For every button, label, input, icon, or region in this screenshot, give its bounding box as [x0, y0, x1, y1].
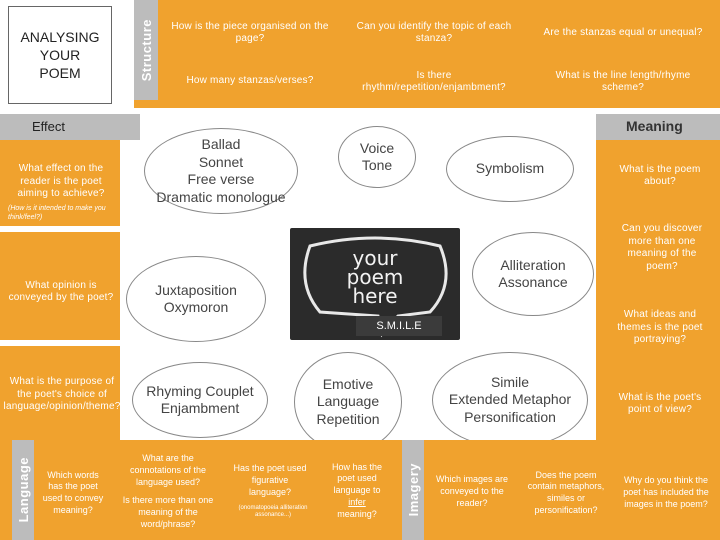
bubble-forms-l2: Sonnet [198, 153, 244, 170]
smile-badge: S.M.I.L.E [356, 316, 442, 336]
q-opinion: What opinion is conveyed by the poet? [8, 279, 114, 304]
bubble-forms-l4: Dramatic monologue [156, 188, 286, 205]
q-why: Why do you think the poet has included t… [623, 475, 709, 509]
q-figurative: Has the poet used figurative language? [233, 463, 307, 497]
bubble-alliteration-l2: Assonance [498, 274, 568, 290]
q-repetition: Is there more than one meaning of the wo… [122, 495, 214, 529]
bubble-simile-l3: Personification [464, 408, 556, 425]
title-line-1: ANALYSING [20, 28, 100, 45]
bubble-voice: Voice Tone [338, 126, 416, 188]
imagery-label-bar: Imagery [402, 440, 424, 540]
bubble-voice-l1: Voice [359, 139, 395, 156]
bubble-rhyming-l2: Enjambment [160, 400, 240, 416]
bubble-emotive-l2: Language [316, 393, 380, 410]
q-organised: How is the piece organised on the page? [171, 20, 329, 45]
q-infer-pre: How has the poet used language to [331, 461, 383, 496]
q-purpose: What is the purpose of the poet's choice… [3, 376, 121, 413]
bubble-alliteration: Alliteration Assonance [472, 232, 594, 316]
q-effect-note: (How is it intended to make you think/fe… [8, 205, 106, 222]
title-box: ANALYSING YOUR POEM [8, 6, 112, 104]
bubble-simile-l1: Simile [490, 373, 530, 390]
q-topic: Can you identify the topic of each stanz… [356, 20, 512, 45]
effect-divider-2 [0, 340, 120, 346]
q-about: What is the poem about? [619, 163, 701, 188]
bubble-emotive-l3: Repetition [316, 410, 380, 427]
bubble-alliteration-l1: Alliteration [500, 256, 566, 273]
q-images: Which images are conveyed to the reader? [435, 474, 509, 508]
bubble-voice-l2: Tone [361, 157, 393, 173]
bubble-forms: Ballad Sonnet Free verse Dramatic monolo… [144, 128, 298, 214]
q-stanzas: How many stanzas/verses? [186, 74, 314, 86]
structure-label: Structure [138, 18, 154, 82]
title-line-3: POEM [39, 65, 81, 82]
language-label: Language [15, 457, 31, 523]
q-metaphors: Does the poem contain metaphors, similes… [527, 469, 605, 515]
q-view: What is the poet's point of view? [618, 391, 702, 416]
q-words: Which words has the poet used to convey … [42, 469, 104, 515]
bubble-rhyming-l1: Rhyming Couplet [146, 382, 254, 399]
q-equal: Are the stanzas equal or unequal? [543, 26, 703, 38]
meaning-column [596, 140, 720, 440]
q-figurative-note: (onomatopoeia alliteration assonance...) [238, 504, 308, 518]
bubble-forms-l1: Ballad [201, 136, 241, 152]
structure-panel [134, 0, 720, 108]
imagery-panel [400, 440, 720, 540]
chalk-bubble-icon [303, 236, 448, 338]
bubble-juxtaposition-l2: Oxymoron [163, 299, 229, 315]
bubble-juxtaposition-l1: Juxtaposition [155, 281, 237, 298]
structure-label-bar: Structure [134, 0, 158, 100]
chalk-text-2: poem [346, 264, 404, 289]
imagery-label: Imagery [405, 463, 421, 517]
effect-header-bar [0, 114, 140, 140]
chalk-text-1: your [352, 245, 398, 270]
meaning-heading: Meaning [626, 118, 683, 134]
q-effect: What effect on the reader is the poet ai… [17, 163, 105, 200]
q-connotations: What are the connotations of the languag… [129, 453, 207, 487]
smile-text: S.M.I.L.E [376, 320, 422, 332]
bubble-symbolism: Symbolism [446, 136, 574, 202]
bubble-forms-l3: Free verse [187, 171, 255, 187]
language-label-bar: Language [12, 440, 34, 540]
language-panel [0, 440, 400, 540]
effect-column [0, 140, 120, 440]
bubble-emotive-l1: Emotive [322, 375, 374, 392]
q-infer: How has the poet used language to infer … [322, 460, 392, 522]
q-discover: Can you discover more than one meaning o… [621, 223, 703, 272]
bubble-rhyming: Rhyming Couplet Enjambment [132, 362, 268, 438]
bubble-simile-l2: Extended Metaphor [448, 391, 572, 408]
effect-divider-1 [0, 226, 120, 232]
meaning-header-bar [596, 114, 720, 140]
q-rhythm: Is there rhythm/repetition/enjambment? [362, 69, 506, 94]
chalk-text-3: here [352, 283, 398, 308]
bubble-juxtaposition: Juxtaposition Oxymoron [126, 256, 266, 342]
q-rhyme: What is the line length/rhyme scheme? [555, 69, 691, 94]
q-ideas: What ideas and themes is the poet portra… [617, 309, 703, 346]
bubble-symbolism-text: Symbolism [475, 160, 545, 177]
bubble-simile: Simile Extended Metaphor Personification [432, 352, 588, 448]
bubble-emotive: Emotive Language Repetition [294, 352, 402, 452]
title-line-2: YOUR [39, 46, 81, 63]
q-infer-post: meaning? [337, 508, 377, 519]
q-infer-link: infer [348, 496, 366, 507]
effect-heading: Effect [32, 119, 66, 134]
